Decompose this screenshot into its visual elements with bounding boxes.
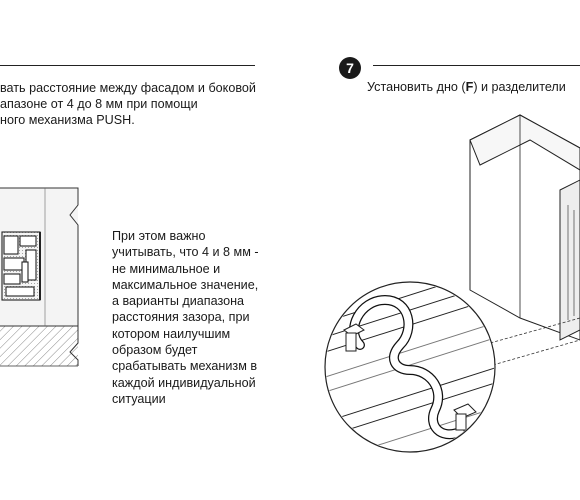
note-text: При этом важно учитывать, что 4 и 8 мм -…	[112, 229, 259, 406]
step-number-badge: 7	[339, 57, 361, 79]
instruction-text: вать расстояние между фасадом и боковой …	[0, 81, 256, 127]
caption-before: Установить дно (	[367, 80, 466, 94]
step-caption: Установить дно (F) и разделители	[367, 80, 566, 94]
section-rule-left	[0, 65, 255, 66]
caption-part-letter: F	[465, 80, 474, 94]
caption-after: ) и разделители	[473, 80, 566, 94]
section-rule-right	[373, 65, 580, 66]
